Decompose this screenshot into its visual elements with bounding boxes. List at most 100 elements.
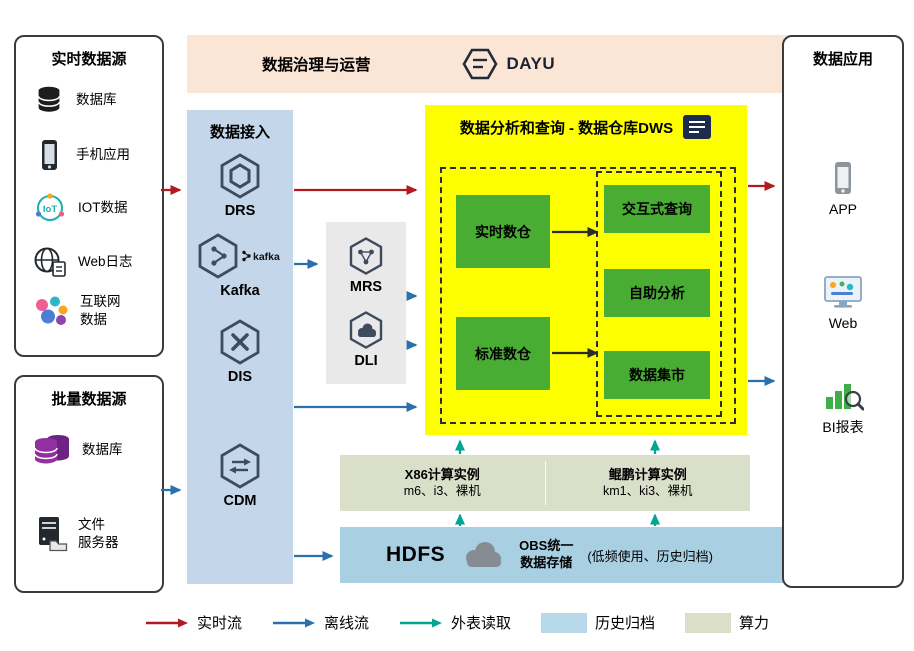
bi-report-icon xyxy=(826,384,864,411)
legend-label: 算力 xyxy=(739,615,770,632)
service-label: DIS xyxy=(227,369,253,385)
application-app: APP xyxy=(784,159,902,217)
mobile-app-icon xyxy=(42,140,57,170)
mrs-icon xyxy=(349,237,383,275)
web-browser-icon xyxy=(824,276,862,308)
dayu-logo: DAYU xyxy=(461,47,556,81)
dws-header: 数据分析和查询 - 数据仓库DWS xyxy=(425,105,747,140)
obs-storage-label: OBS统一 数据存储 xyxy=(519,538,574,570)
source-item-batch-database: 数据库 xyxy=(32,432,123,468)
application-label: BI报表 xyxy=(822,419,864,435)
source-item-mobile: 手机应用 xyxy=(32,137,130,173)
legend: 实时流 离线流 外表读取 历史归档 算力 xyxy=(0,612,914,633)
batch-sources-panel: 批量数据源 数据库 文件 服务器 xyxy=(14,375,164,593)
kunpeng-compute-spec: km1、ki3、裸机 xyxy=(602,484,693,499)
drs-icon xyxy=(220,153,260,199)
source-item-file-server: 文件 服务器 xyxy=(32,515,119,553)
realtime-sources-panel: 实时数据源 数据库 手机应用 IoT xyxy=(14,35,164,357)
hdfs-label: HDFS xyxy=(386,543,446,566)
batch-sources-title: 批量数据源 xyxy=(51,391,127,408)
iot-icon: IoT xyxy=(35,193,65,221)
ingestion-title: 数据接入 xyxy=(209,124,270,141)
application-label: Web xyxy=(828,315,858,331)
obs-cloud-icon xyxy=(466,542,502,567)
processing-service-dli: DLI xyxy=(326,310,406,369)
data-mart-box: 数据集市 xyxy=(604,351,710,399)
dws-service-label: 自助分析 xyxy=(629,285,685,301)
dayu-icon xyxy=(462,48,498,80)
kunpeng-compute-title: 鲲鹏计算实例 xyxy=(608,466,687,482)
service-label: MRS xyxy=(349,279,383,295)
dayu-label: DAYU xyxy=(506,54,556,73)
self-service-analysis-box: 自助分析 xyxy=(604,269,710,317)
ingestion-service-dis: DIS xyxy=(187,318,293,385)
applications-title: 数据应用 xyxy=(812,51,873,68)
dws-service-label: 数据集市 xyxy=(629,367,685,383)
database-icon xyxy=(37,86,61,112)
dws-document-icon xyxy=(683,115,712,139)
source-item-label: 数据库 xyxy=(82,442,123,458)
x86-compute-spec: m6、i3、裸机 xyxy=(403,484,481,499)
legend-label: 历史归档 xyxy=(595,615,656,632)
standard-warehouse-box: 标准数仓 xyxy=(456,317,550,390)
service-label: CDM xyxy=(223,493,257,509)
application-bi: BI报表 xyxy=(784,377,902,437)
legend-label: 外表读取 xyxy=(450,615,511,632)
ingestion-panel: 数据接入 DRS xyxy=(187,110,293,584)
interactive-query-box: 交互式查询 xyxy=(604,185,710,233)
legend-item-realtime-flow: 实时流 xyxy=(145,612,242,633)
storage-note: (低频使用、历史归档) xyxy=(587,548,714,564)
source-item-label: IOT数据 xyxy=(78,200,128,216)
governance-title: 数据治理与运营 xyxy=(262,57,371,74)
legend-item-external-read: 外表读取 xyxy=(399,612,511,633)
legend-item-compute-power: 算力 xyxy=(685,612,769,633)
source-item-iot: IoT IOT数据 xyxy=(32,191,128,225)
teal-arrow-icon xyxy=(399,618,442,627)
legend-label: 离线流 xyxy=(323,615,369,632)
source-item-database: 数据库 xyxy=(32,83,117,117)
dws-services-frame xyxy=(596,171,722,417)
internet-data-icon xyxy=(36,296,68,325)
realtime-warehouse-box: 实时数仓 xyxy=(456,195,550,268)
processing-panel: MRS DLI xyxy=(326,222,406,384)
service-label: DRS xyxy=(224,203,256,219)
x86-compute-block: X86计算实例 m6、i3、裸机 xyxy=(340,455,545,511)
dws-service-label: 交互式查询 xyxy=(622,201,692,217)
dws-title: 数据分析和查询 - 数据仓库DWS xyxy=(459,119,674,137)
storage-panel: HDFS OBS统一 数据存储 (低频使用、历史归档) xyxy=(340,527,796,583)
compute-swatch xyxy=(685,612,732,633)
svg-text:kafka: kafka xyxy=(253,251,280,263)
processing-service-mrs: MRS xyxy=(326,236,406,295)
compute-instances-panel: X86计算实例 m6、i3、裸机 鲲鹏计算实例 km1、ki3、裸机 xyxy=(340,455,750,511)
compute-divider xyxy=(544,461,546,505)
legend-item-offline-flow: 离线流 xyxy=(272,612,369,633)
dws-inner-frame xyxy=(440,167,736,424)
archive-swatch xyxy=(541,612,587,633)
kafka-icon xyxy=(198,233,238,279)
applications-panel: 数据应用 APP Web xyxy=(782,35,904,588)
governance-banner: 数据治理与运营 DAYU xyxy=(187,35,822,93)
ingestion-service-drs: DRS xyxy=(187,152,293,219)
realtime-sources-title: 实时数据源 xyxy=(51,51,127,68)
legend-item-history-archive: 历史归档 xyxy=(541,612,655,633)
purple-database-icon xyxy=(34,435,69,464)
application-web: Web xyxy=(784,275,902,331)
dis-icon xyxy=(220,319,260,365)
cdm-icon xyxy=(220,443,260,489)
x86-compute-title: X86计算实例 xyxy=(404,466,480,482)
source-item-label: 互联网 数据 xyxy=(80,294,121,327)
ingestion-service-kafka: kafka Kafka xyxy=(187,232,293,299)
source-item-label: 数据库 xyxy=(76,92,117,108)
svg-text:IoT: IoT xyxy=(43,204,57,215)
ingestion-service-cdm: CDM xyxy=(187,442,293,509)
application-label: APP xyxy=(828,201,857,217)
dli-icon xyxy=(349,311,383,349)
kunpeng-compute-block: 鲲鹏计算实例 km1、ki3、裸机 xyxy=(546,455,751,511)
source-item-weblog: Web日志 xyxy=(32,245,133,279)
source-item-internet: 互联网 数据 xyxy=(32,293,121,328)
app-icon xyxy=(835,162,851,194)
source-item-label: Web日志 xyxy=(78,254,133,270)
service-label: Kafka xyxy=(220,283,260,299)
warehouse-label: 标准数仓 xyxy=(475,345,531,362)
file-server-icon xyxy=(39,517,68,552)
